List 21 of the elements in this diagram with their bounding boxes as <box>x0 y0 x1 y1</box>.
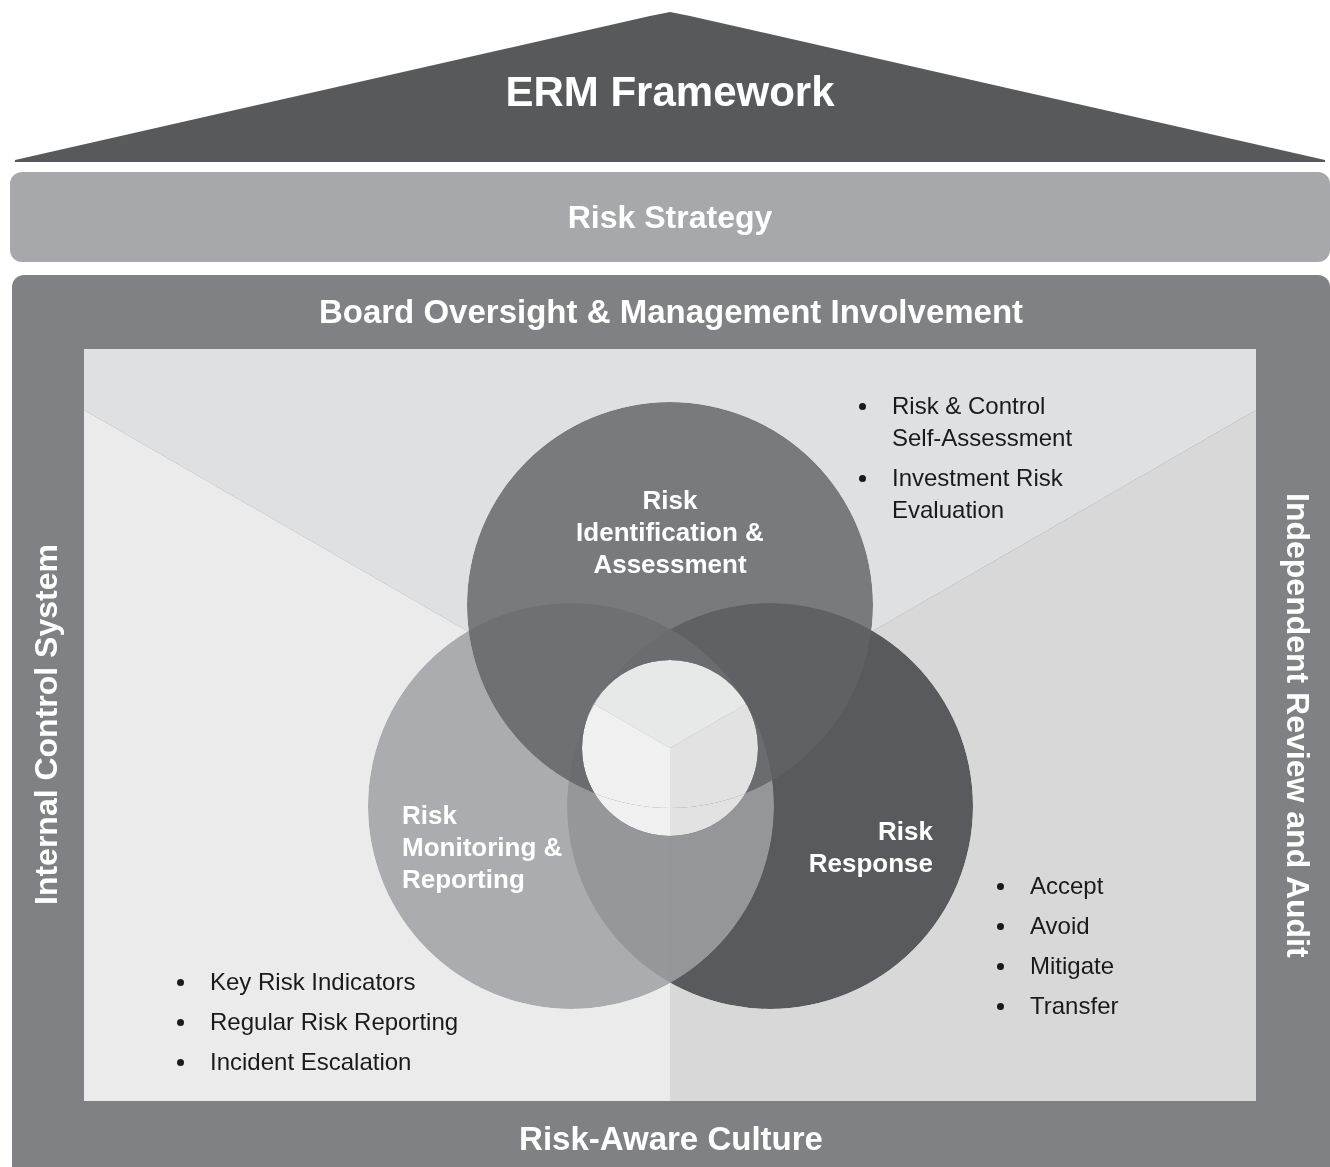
list-item: Risk & Control Self-Assessment <box>892 391 1074 453</box>
circle-label: Risk Monitoring & Reporting <box>402 799 564 895</box>
bar-title: Risk Strategy <box>566 199 774 236</box>
strategy-bar <box>10 172 1330 262</box>
list-item: Transfer <box>1030 991 1120 1021</box>
side-label: Internal Control System <box>28 543 65 908</box>
side-label: Independent Review and Audit <box>1279 491 1316 960</box>
frame-heading: Board Oversight & Management Involvement <box>317 293 1025 331</box>
list-item: Investment Risk Evaluation <box>892 463 1064 525</box>
list-item: Accept <box>1030 871 1105 901</box>
house-frame <box>12 275 1330 1167</box>
list-item: Regular Risk Reporting <box>210 1007 460 1037</box>
list-item: Avoid <box>1030 911 1091 941</box>
circle-label: Risk Identification & Assessment <box>575 484 765 580</box>
list-item: Incident Escalation <box>210 1047 413 1077</box>
list-item: Mitigate <box>1030 951 1116 981</box>
roof-title: ERM Framework <box>504 68 836 116</box>
frame-footer: Risk-Aware Culture <box>12 1120 1330 1158</box>
list-item: Key Risk Indicators <box>210 967 417 997</box>
circle-label: Risk Response <box>807 815 933 879</box>
roof-shape <box>15 12 1325 162</box>
